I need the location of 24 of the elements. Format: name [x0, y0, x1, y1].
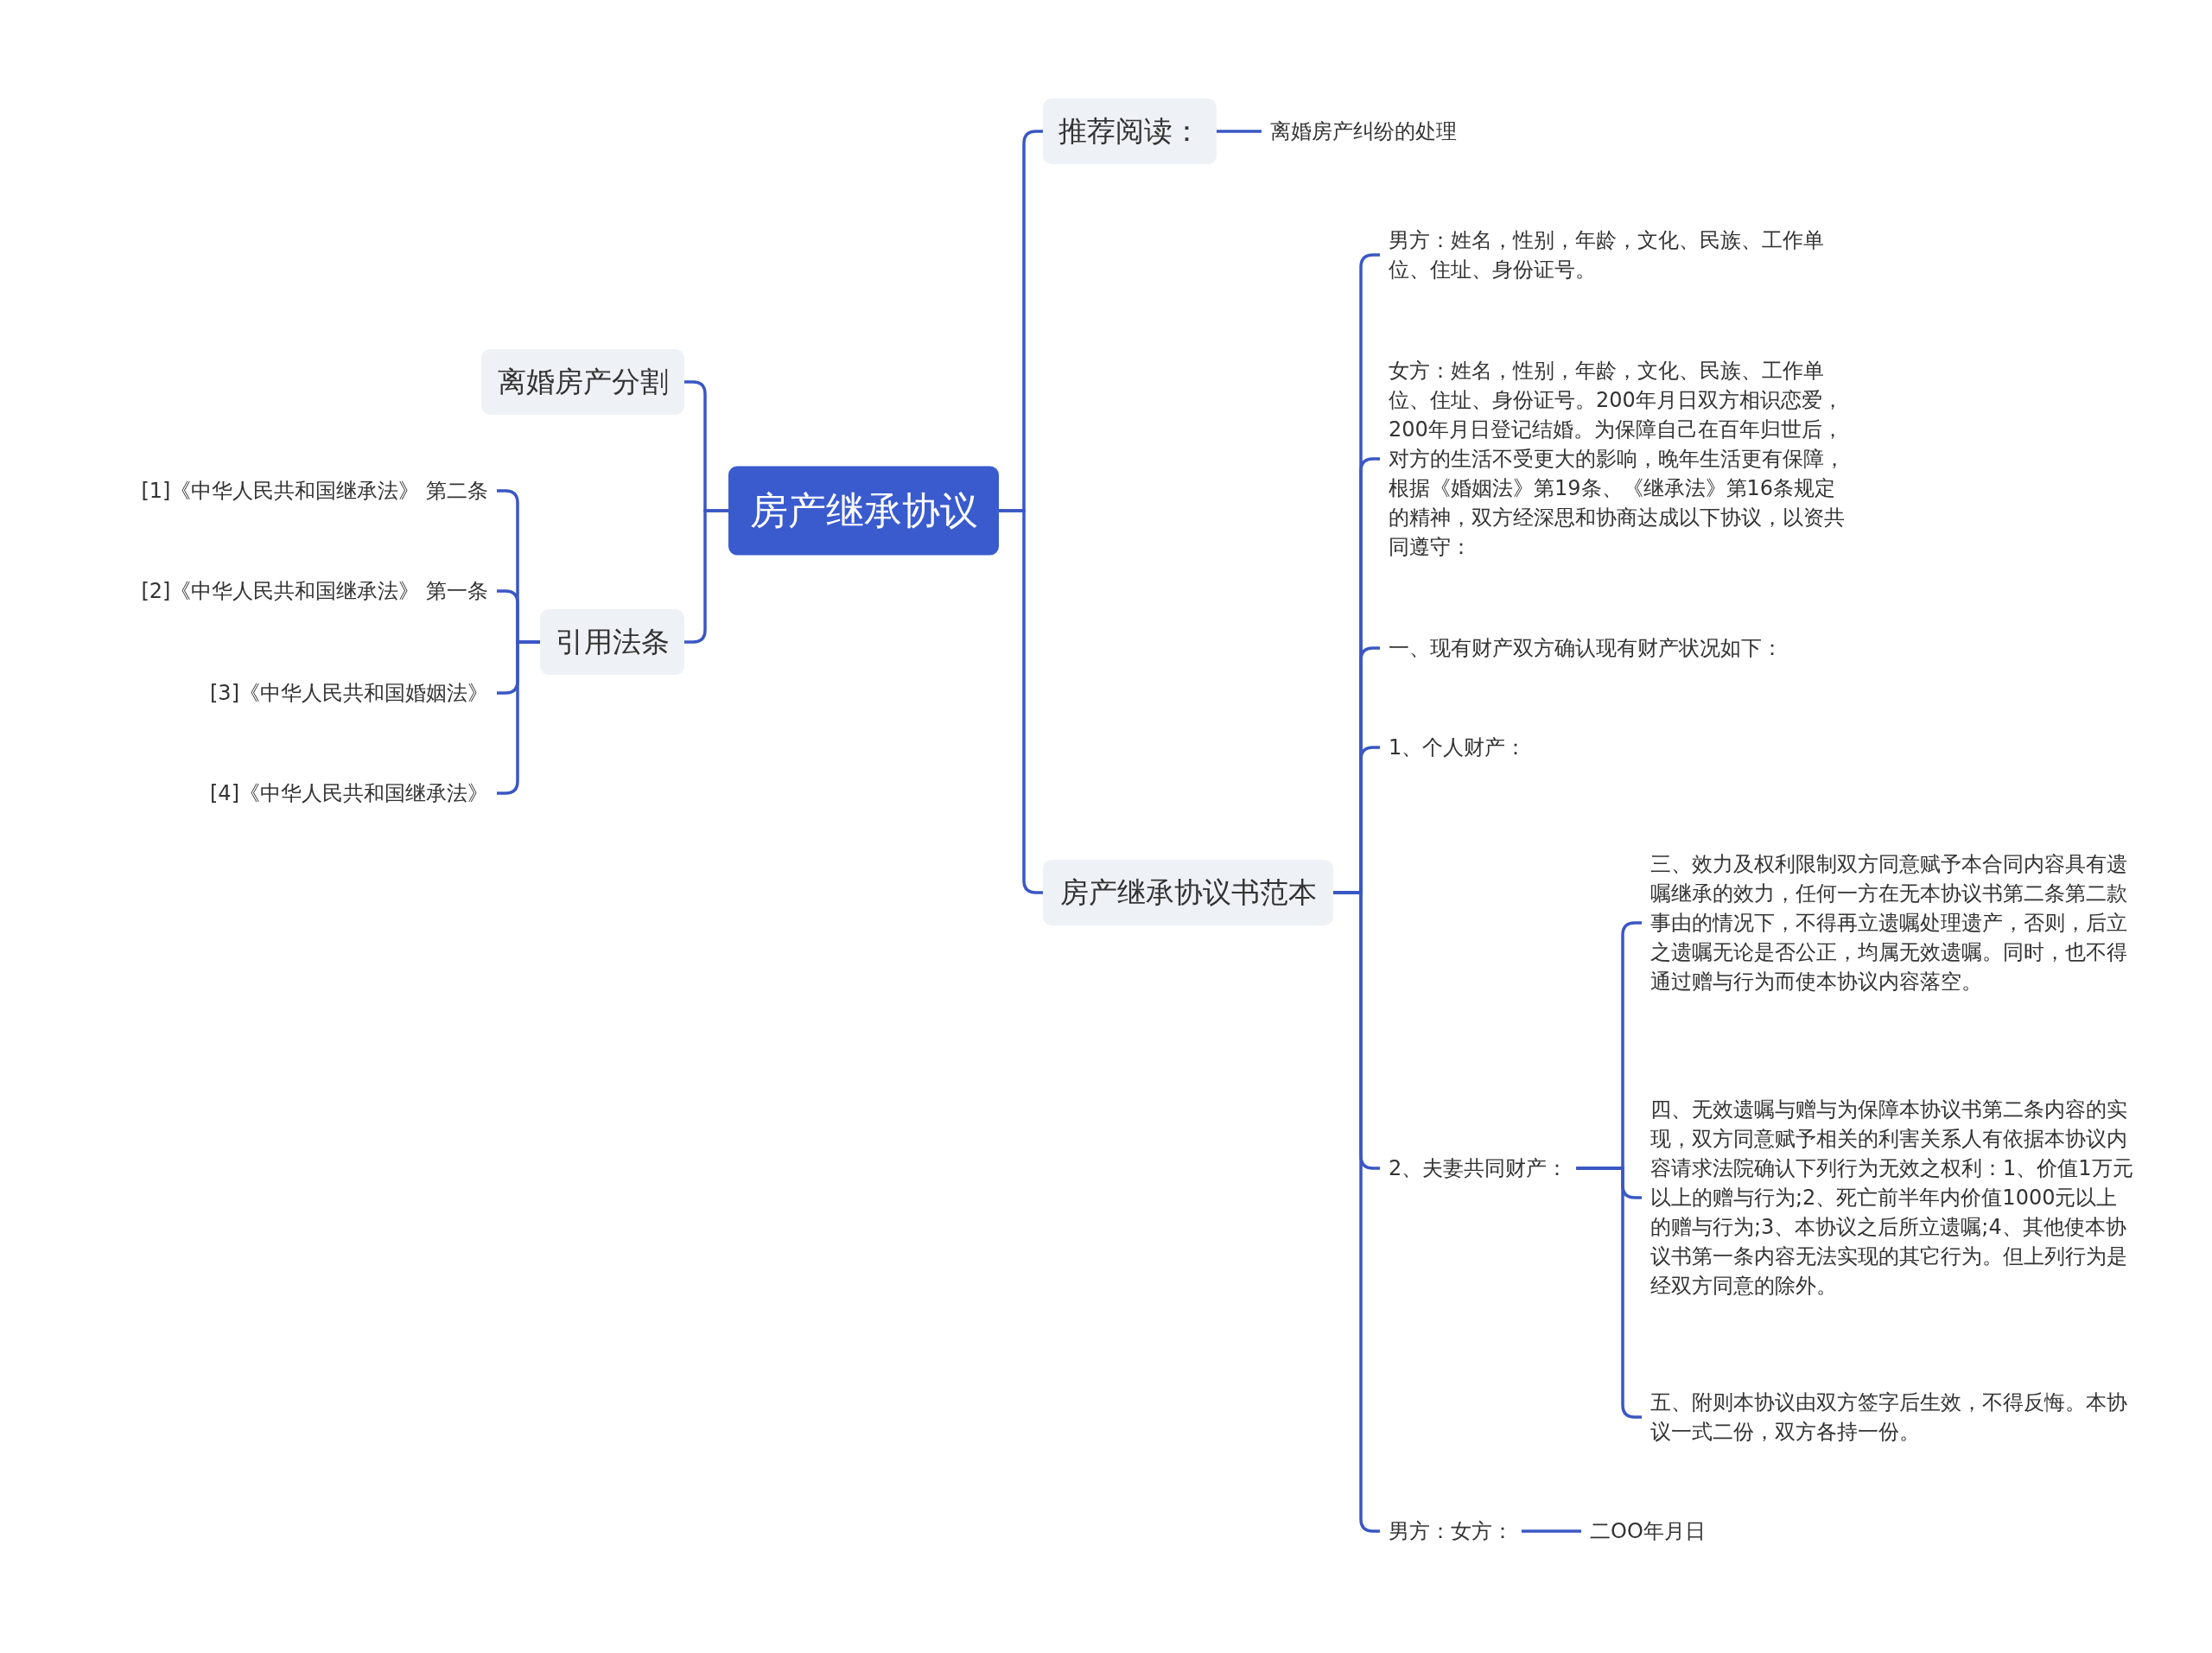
topic-text: [3]《中华人民共和国婚姻法》	[48, 678, 497, 708]
topic-text: 1、个人财产：	[1380, 733, 1535, 762]
topic-box: 房产继承协议书范本	[1043, 860, 1333, 925]
topic-text: 五、附则本协议由双方签字后生效，不得反悔。本协议一式二份，双方各持一份。	[1642, 1388, 2143, 1446]
topic-text: 男方：姓名，性别，年龄，文化、民族、工作单位、住址、身份证号。	[1380, 226, 1864, 284]
topic-text: 离婚房产纠纷的处理	[1262, 117, 1465, 146]
topic-box: 离婚房产分割	[481, 349, 684, 415]
topic-box: 推荐阅读：	[1043, 99, 1217, 164]
topic-text: 二OO年月日	[1581, 1516, 1714, 1546]
topic-text: 2、夫妻共同财产：	[1380, 1154, 1577, 1183]
topic-text: 三、效力及权利限制双方同意赋予本合同内容具有遗嘱继承的效力，任何一方在无本协议书第二条第二款事由的情况下，不得再立遗嘱处理遗产，否则，后立之遗嘱无论是否公正，均属无效遗嘱。同时，也不得通过赠与行为而使本协议内容落空。	[1642, 849, 2143, 996]
topic-text: [4]《中华人民共和国继承法》	[48, 779, 497, 808]
topic-text: 男方：女方：	[1380, 1516, 1522, 1546]
connector-line	[684, 509, 728, 644]
topic-text: 女方：姓名，性别，年龄，文化、民族、工作单位、住址、身份证号。200年月日双方相识恋爱，200年月日登记结婚。为保障自己在百年归世后，对方的生活不受更大的影响，晚年生活更有保障，根据《婚姻法》第19条、《继承法》第16条规定的精神，双方经深思和协商达成以下协议，以资共同遵守：	[1380, 356, 1864, 562]
topic-text: 四、无效遗嘱与赠与为保障本协议书第二条内容的实现，双方同意赋予相关的利害关系人有依据本协议内容请求法院确认下列行为无效之权利：1、价值1万元以上的赠与行为;2、死亡前半年内价值1000元以上的赠与行为;3、本协议之后所立遗嘱;4、其他使本协议书第一条内容无法实现的其它行为。但上列行为是经双方同意的除外。	[1642, 1095, 2143, 1300]
connector-line	[1522, 1529, 1581, 1533]
central-topic: 房产继承协议	[728, 466, 999, 556]
topic-box: 引用法条	[540, 609, 684, 675]
topic-text: 一、现有财产双方确认现有财产状况如下：	[1380, 633, 1864, 663]
connector-line	[999, 509, 1043, 894]
connector-line	[1217, 130, 1262, 133]
topic-text: [1]《中华人民共和国继承法》 第二条	[48, 476, 497, 505]
topic-text: [2]《中华人民共和国继承法》 第一条	[48, 576, 497, 606]
